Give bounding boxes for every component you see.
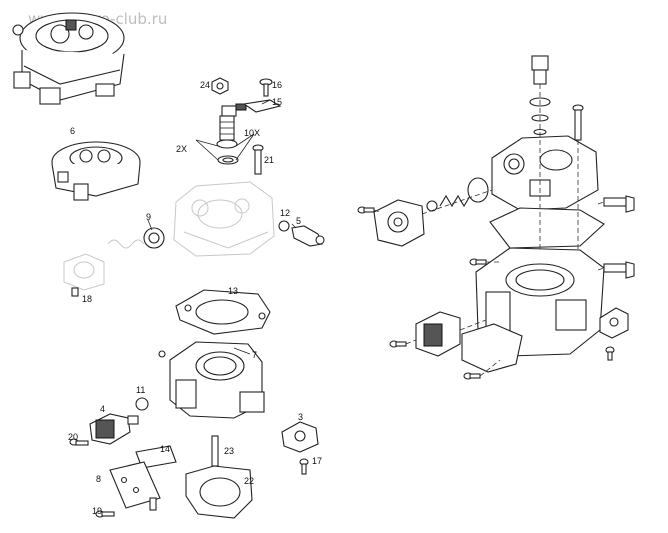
lower-throttle-body: [158, 341, 265, 419]
throttle-position-sensor: [599, 307, 629, 339]
label-13: 13: [228, 286, 238, 296]
throttle-body-outline: [173, 181, 275, 257]
throttle-body-assembly: [12, 12, 125, 105]
screw: [252, 144, 264, 175]
label-22: 22: [244, 476, 254, 486]
base-gasket: [185, 465, 253, 519]
label-12: 12: [280, 208, 290, 218]
label-17: 17: [312, 456, 322, 466]
label-23: 23: [224, 446, 234, 456]
screw: [259, 78, 273, 97]
screw: [95, 510, 115, 518]
label-9: 9: [146, 212, 151, 222]
mounting-bracket: [109, 461, 161, 511]
screw: [357, 206, 615, 380]
middle-gasket: [489, 207, 605, 249]
fuel-fitting: [603, 195, 635, 213]
injector-housing: [51, 141, 141, 201]
label-14: 14: [160, 444, 170, 454]
label-5: 5: [296, 216, 301, 226]
screw: [572, 104, 584, 141]
label-24: 24: [200, 80, 210, 90]
fuel-fitting: [603, 261, 635, 279]
seal-ring: [278, 220, 290, 232]
part-number-labels: 24 16 15 10X 2X 21 6 12 5 9 18 13 7 11 4…: [68, 80, 322, 516]
upper-housing: [491, 135, 599, 211]
label-21: 21: [264, 155, 274, 165]
mounting-bracket: [461, 323, 523, 373]
label-20: 20: [68, 432, 78, 442]
idle-speed-actuator: [89, 413, 139, 445]
label-4: 4: [100, 404, 105, 414]
label-16: 16: [272, 80, 282, 90]
fuel-nozzle: [291, 225, 325, 247]
label-3: 3: [298, 412, 303, 422]
o-ring: [135, 397, 149, 411]
regulator-housing: [63, 253, 105, 297]
stud-bolt: [211, 435, 219, 467]
label-11: 11: [136, 385, 145, 395]
pressure-regulator-diaphragm: [107, 227, 165, 249]
idle-speed-actuator: [415, 311, 461, 357]
label-2x: 2X: [176, 144, 187, 154]
label-10x: 10X: [244, 128, 260, 138]
label-6: 6: [70, 126, 75, 136]
label-18: 18: [82, 294, 92, 304]
fuel-injector: [216, 103, 247, 165]
regulator-cover: [373, 199, 438, 247]
label-19: 19: [92, 506, 102, 516]
regulator-spring: [439, 177, 489, 208]
upper-gasket: [175, 289, 271, 335]
label-15: 15: [272, 97, 282, 107]
retaining-bracket: [242, 99, 282, 113]
throttle-position-sensor: [281, 421, 319, 453]
label-8: 8: [96, 474, 101, 484]
screw: [69, 438, 89, 446]
alignment-lines: [373, 84, 605, 377]
screw: [299, 458, 309, 475]
label-7: 7: [252, 350, 257, 360]
leader-lines: [147, 99, 297, 355]
